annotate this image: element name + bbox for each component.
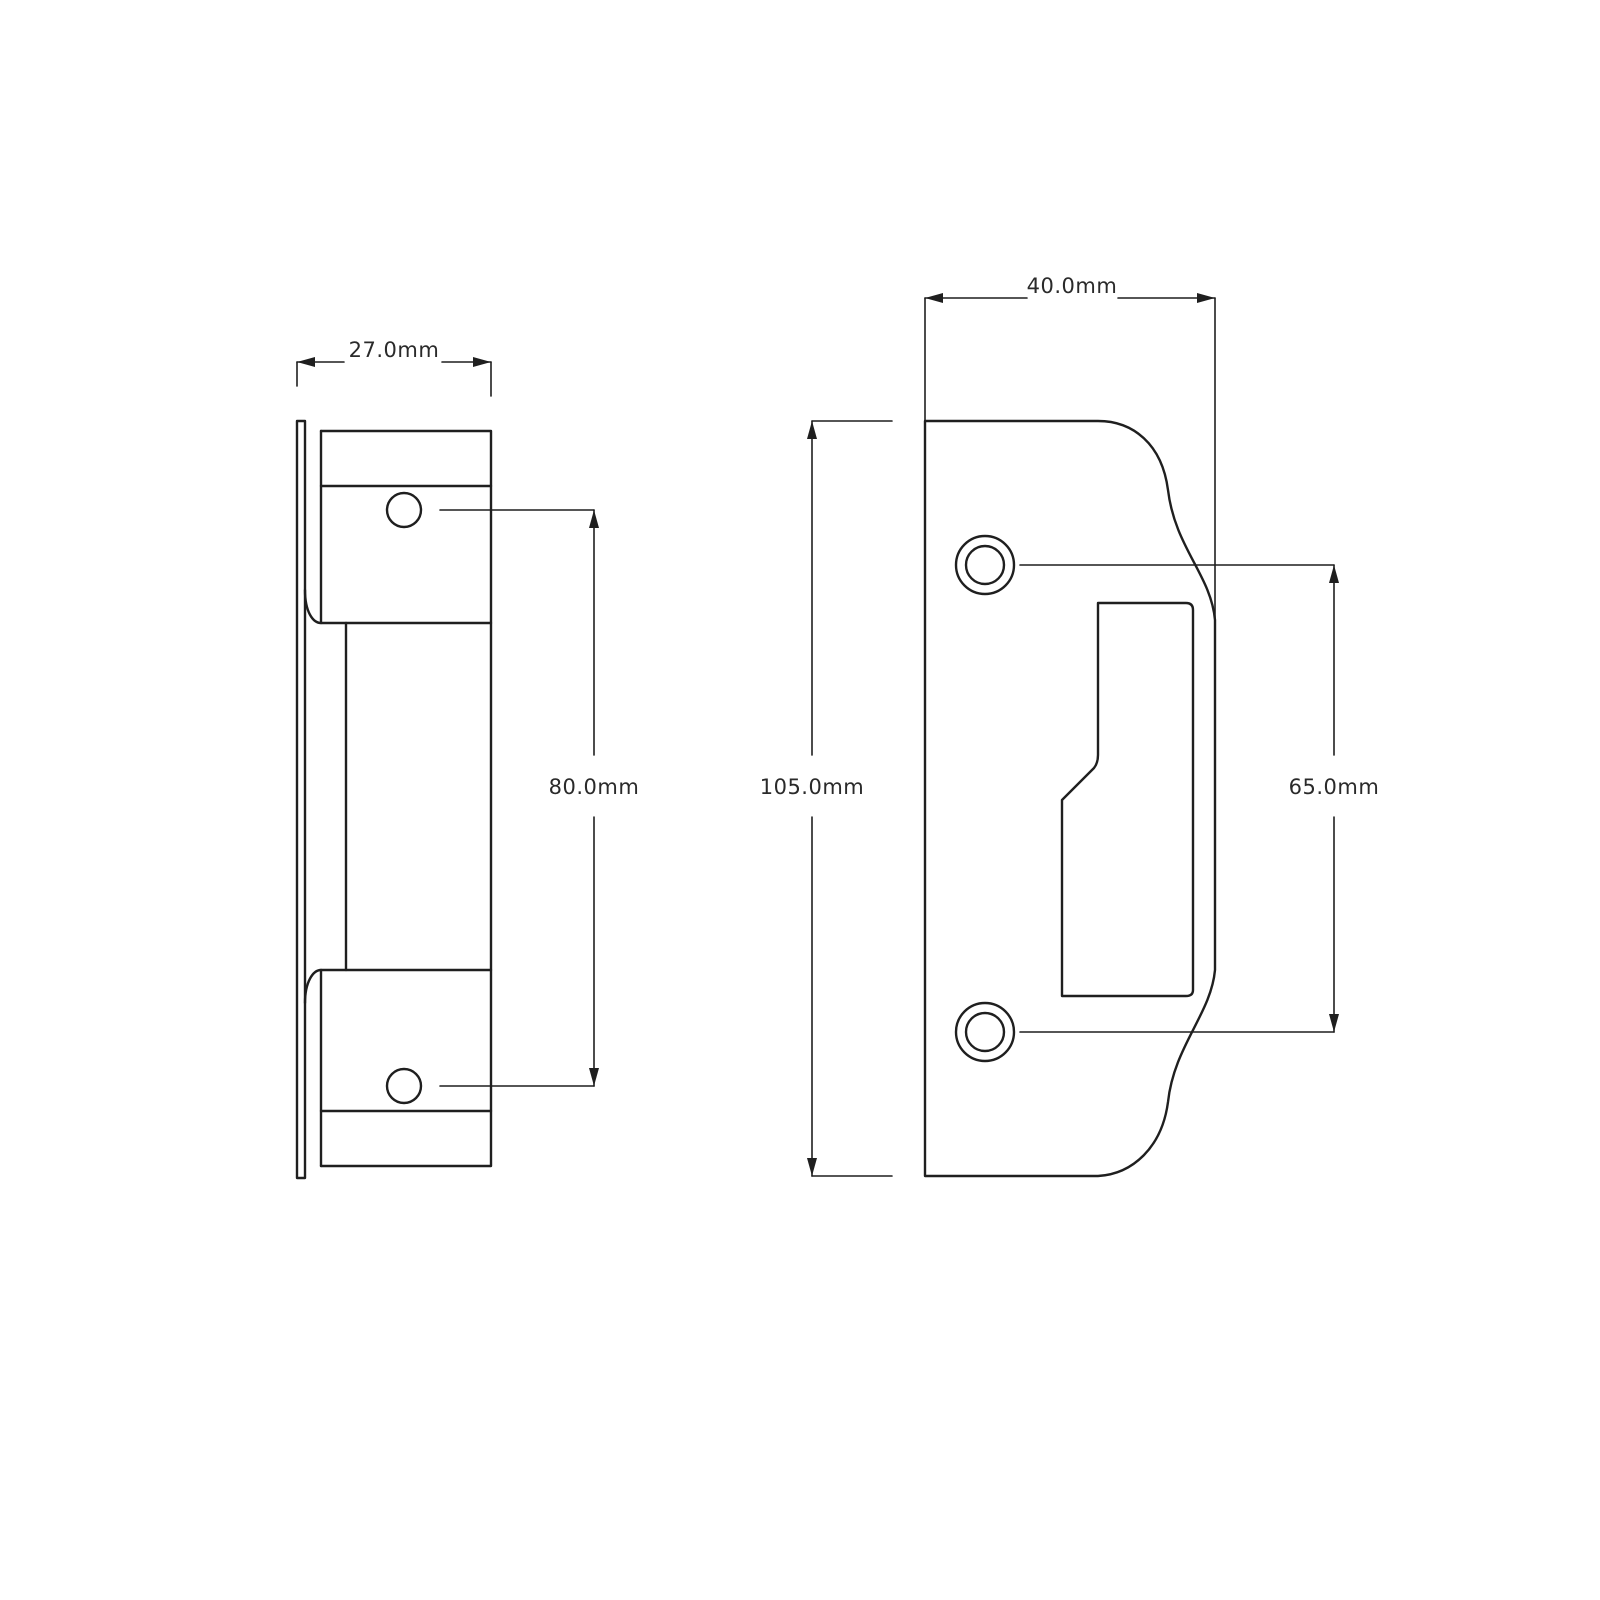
front-height-arrow-top xyxy=(807,421,817,439)
front-bottom-screw-hole-outer xyxy=(954,1001,1016,1063)
latch-opening xyxy=(1060,601,1195,998)
side-box-outline xyxy=(319,429,493,1168)
side-width-arrow-left xyxy=(297,357,315,367)
side-faceplate-edge xyxy=(295,419,307,1180)
front-view: 105.0mm 40.0mm 65.0mm xyxy=(760,274,1380,1178)
side-spacing-label: 80.0mm xyxy=(549,775,640,799)
front-spacing-arrow-bottom xyxy=(1329,1014,1339,1032)
front-spacing-arrow-top xyxy=(1329,565,1339,583)
front-width-label: 40.0mm xyxy=(1027,274,1118,298)
side-width-arrow-right xyxy=(473,357,491,367)
front-bottom-screw-hole-inner xyxy=(964,1011,1006,1053)
side-spacing-arrow-top xyxy=(589,510,599,528)
side-top-curve xyxy=(303,588,323,625)
side-spacing-arrow-bottom xyxy=(589,1068,599,1086)
side-view: 27.0mm 80.0mm xyxy=(295,338,640,1180)
side-top-screw-hole xyxy=(385,491,423,529)
front-width-arrow-right xyxy=(1197,293,1215,303)
front-plate-outline xyxy=(923,419,1217,1178)
front-width-arrow-left xyxy=(925,293,943,303)
side-bottom-screw-hole xyxy=(385,1067,423,1105)
front-height-label: 105.0mm xyxy=(760,775,865,799)
front-top-screw-hole-inner xyxy=(964,544,1006,586)
side-width-label: 27.0mm xyxy=(349,338,440,362)
front-height-arrow-bottom xyxy=(807,1158,817,1176)
front-top-screw-hole-outer xyxy=(954,534,1016,596)
front-spacing-label: 65.0mm xyxy=(1289,775,1380,799)
side-bottom-curve xyxy=(303,968,323,1005)
